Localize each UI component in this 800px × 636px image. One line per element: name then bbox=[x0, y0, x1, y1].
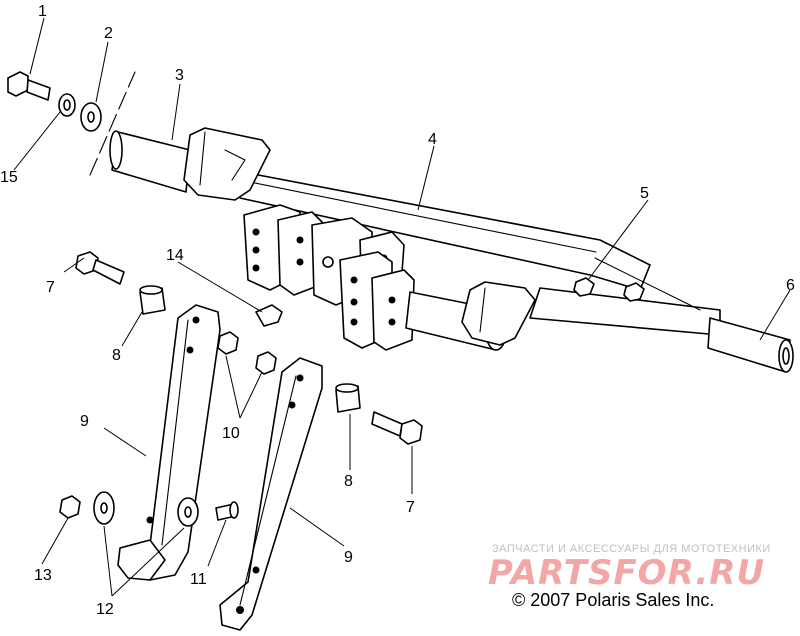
callout-3: 3 bbox=[175, 67, 184, 84]
mounting-plates bbox=[243, 204, 415, 351]
washer-2 bbox=[80, 102, 102, 132]
link-arm-right bbox=[219, 357, 323, 631]
washer-15 bbox=[58, 93, 76, 117]
callout-1: 1 bbox=[38, 3, 47, 20]
link-arm-left bbox=[117, 304, 221, 581]
grease-fitting-14 bbox=[255, 304, 283, 327]
callout-9-left: 9 bbox=[80, 413, 89, 430]
cross-shaft-tube bbox=[109, 130, 191, 193]
callout-13: 13 bbox=[34, 567, 52, 584]
nut-5 bbox=[573, 277, 645, 302]
callout-7-left: 7 bbox=[46, 279, 55, 296]
callout-8-left: 8 bbox=[112, 347, 121, 364]
nut-13 bbox=[59, 495, 81, 519]
copyright-notice: © 2007 Polaris Sales Inc. bbox=[512, 590, 714, 610]
callout-11: 11 bbox=[190, 571, 207, 588]
washer-12b bbox=[177, 497, 199, 527]
watermark-logo: PARTSFOR.RU bbox=[488, 553, 765, 593]
callout-5: 5 bbox=[640, 185, 649, 202]
bolt-7-left bbox=[75, 251, 125, 285]
callout-4: 4 bbox=[428, 131, 437, 148]
bushing-8-left bbox=[139, 285, 166, 315]
callout-7-right: 7 bbox=[406, 499, 415, 516]
nut-10b bbox=[255, 351, 277, 375]
callout-15: 15 bbox=[0, 169, 18, 186]
callout-12: 12 bbox=[96, 601, 114, 618]
leader-lines bbox=[13, 17, 791, 597]
callout-2: 2 bbox=[104, 25, 113, 42]
bushing-8-right bbox=[335, 383, 361, 413]
watermark-tagline: ЗАПЧАСТИ И АКСЕССУАРЫ ДЛЯ МОТОТЕХНИКИ bbox=[492, 543, 771, 555]
washer-12a bbox=[93, 491, 115, 525]
lower-right-bracket bbox=[461, 281, 536, 346]
bolt-1 bbox=[7, 71, 51, 101]
right-tube-end bbox=[707, 317, 794, 373]
callout-10: 10 bbox=[222, 425, 240, 442]
bolt-7-right bbox=[371, 411, 423, 445]
upper-left-bracket bbox=[183, 127, 271, 201]
nut-10a bbox=[217, 331, 239, 355]
callout-8-right: 8 bbox=[344, 473, 353, 490]
callout-6: 6 bbox=[786, 277, 795, 294]
callout-9-right: 9 bbox=[344, 549, 353, 566]
pin-11 bbox=[215, 501, 239, 521]
callout-14: 14 bbox=[166, 247, 184, 264]
